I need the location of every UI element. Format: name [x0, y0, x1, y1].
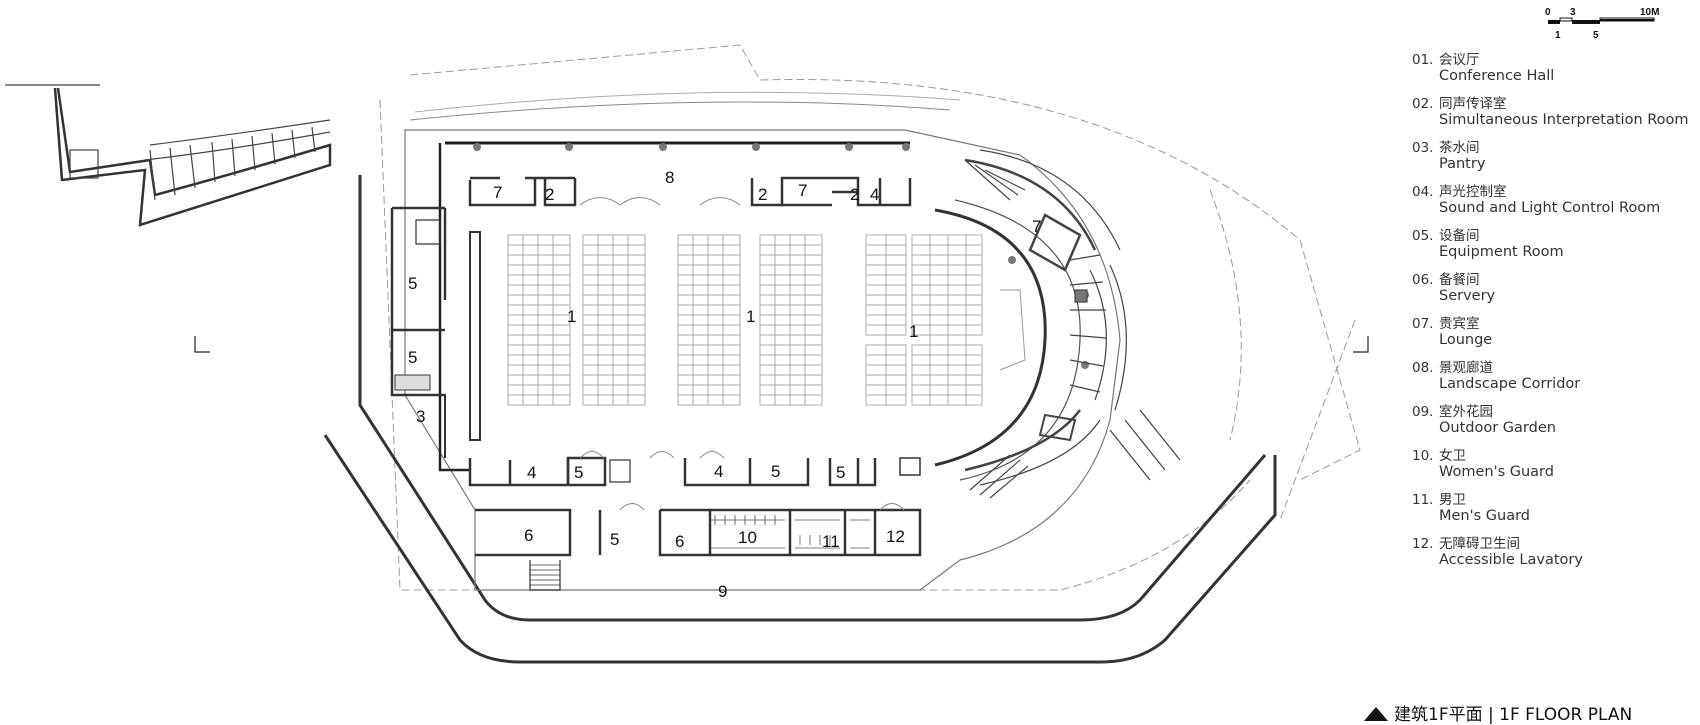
- legend-chinese-label: 无障碍卫生间: [1439, 536, 1520, 552]
- room-label: 7: [493, 183, 502, 202]
- room-label: 7: [1032, 217, 1041, 236]
- legend-chinese-label: 同声传译室: [1439, 96, 1507, 112]
- bottom-doors: [579, 451, 905, 511]
- legend-english-label: Outdoor Garden: [1439, 420, 1556, 436]
- legend-number: 07.: [1412, 316, 1434, 332]
- entry-ramp: [5, 84, 1369, 353]
- left-rooms: [390, 206, 481, 458]
- room-label: 5: [836, 463, 845, 482]
- north-triangle-icon: [1364, 707, 1388, 721]
- legend-number: 09.: [1412, 404, 1434, 420]
- legend-english-label: Accessible Lavatory: [1439, 552, 1583, 568]
- room-label: 6: [675, 532, 684, 551]
- site-outline: [379, 44, 1361, 591]
- room-label: 8: [665, 168, 674, 187]
- room-label: 5: [408, 274, 417, 293]
- legend-english-label: Conference Hall: [1439, 68, 1555, 84]
- room-label: 5: [771, 462, 780, 481]
- room-label: 1: [567, 307, 576, 326]
- legend-english-label: Servery: [1439, 288, 1496, 304]
- room-label: 10: [738, 528, 757, 547]
- legend-chinese-label: 会议厅: [1439, 52, 1480, 68]
- legend-number: 01.: [1412, 52, 1434, 68]
- legend-english-label: Men's Guard: [1439, 508, 1530, 524]
- room-label: 4: [714, 462, 723, 481]
- room-label: 12: [886, 527, 905, 546]
- room-label: 9: [718, 582, 727, 601]
- room-label: 4: [527, 463, 536, 482]
- room-label: 4: [870, 185, 879, 204]
- right-curve-rooms: [964, 149, 1181, 499]
- legend-number: 12.: [1412, 536, 1434, 552]
- room-label: 6: [524, 526, 533, 545]
- legend-chinese-label: 声光控制室: [1439, 184, 1507, 200]
- top-corridor-doors: [579, 197, 741, 206]
- scale-label-3: 3: [1570, 7, 1576, 18]
- room-label: 2: [850, 185, 859, 204]
- scale-label-0: 0: [1545, 7, 1551, 18]
- room-labels: 8 7 2 2 7 2 4 7 5 5 3 1 1 1 4 5 4 5 5 6 …: [408, 168, 1041, 601]
- scale-label-1: 1: [1555, 30, 1561, 41]
- building-outline: [404, 91, 1121, 591]
- room-label: 3: [416, 407, 425, 426]
- legend-chinese-label: 贵宾室: [1439, 316, 1480, 332]
- legend-english-label: Lounge: [1439, 332, 1493, 348]
- legend-chinese-label: 茶水间: [1439, 140, 1480, 156]
- top-rooms: [468, 176, 912, 207]
- legend-english-label: Sound and Light Control Room: [1439, 200, 1661, 216]
- legend-number: 06.: [1412, 272, 1434, 288]
- room-label: 5: [610, 530, 619, 549]
- legend-number: 03.: [1412, 140, 1434, 156]
- scale-bar: 0 3 10M 1 5: [1545, 7, 1659, 41]
- stage: [934, 199, 1081, 481]
- room-label: 11: [822, 532, 840, 551]
- room-label: 1: [909, 322, 918, 341]
- scale-label-5: 5: [1593, 30, 1599, 41]
- legend-chinese-label: 设备间: [1439, 228, 1480, 244]
- legend-english-label: Equipment Room: [1439, 244, 1564, 260]
- bottom-rooms: [468, 456, 922, 591]
- legend-english-label: Simultaneous Interpretation Room: [1439, 112, 1689, 128]
- legend-number: 08.: [1412, 360, 1434, 376]
- plan-title: 建筑1F平面 | 1F FLOOR PLAN: [1364, 700, 1632, 725]
- seating: [507, 234, 983, 406]
- legend-number: 11.: [1412, 492, 1434, 508]
- legend-number: 10.: [1412, 448, 1434, 464]
- room-label: 5: [574, 463, 583, 482]
- legend-chinese-label: 女卫: [1439, 448, 1466, 464]
- legend-chinese-label: 备餐间: [1439, 272, 1480, 288]
- toilet-fixtures: [710, 515, 870, 549]
- plan-title-text: 建筑1F平面 | 1F FLOOR PLAN: [1394, 705, 1633, 725]
- legend-number: 02.: [1412, 96, 1434, 112]
- outer-walls: [323, 175, 1277, 664]
- room-label: 2: [758, 185, 767, 204]
- room-label: 7: [798, 181, 807, 200]
- room-label: 1: [746, 307, 755, 326]
- room-label: 5: [408, 348, 417, 367]
- legend-english-label: Landscape Corridor: [1439, 376, 1581, 392]
- legend-number: 04.: [1412, 184, 1434, 200]
- legend-chinese-label: 景观廊道: [1439, 360, 1493, 376]
- legend-chinese-label: 男卫: [1439, 492, 1466, 508]
- legend-english-label: Women's Guard: [1439, 464, 1554, 480]
- room-label: 2: [545, 185, 554, 204]
- legend-number: 05.: [1412, 228, 1434, 244]
- legend-chinese-label: 室外花园: [1439, 404, 1493, 420]
- scale-label-10m: 10M: [1640, 7, 1659, 18]
- legend-english-label: Pantry: [1439, 156, 1486, 172]
